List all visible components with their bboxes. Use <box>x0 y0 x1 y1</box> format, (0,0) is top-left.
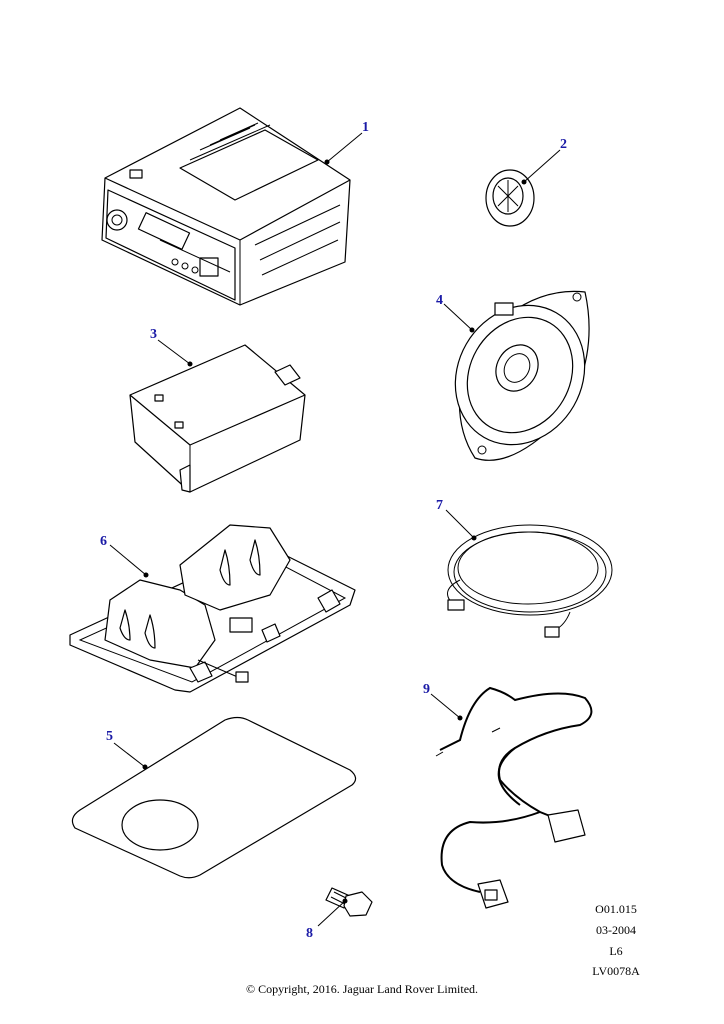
part-2-knob <box>485 169 535 227</box>
part-6-bracket <box>69 524 356 693</box>
callout-2: 2 <box>560 137 567 152</box>
callout-4: 4 <box>436 293 443 308</box>
callout-3: 3 <box>150 327 157 342</box>
callout-6: 6 <box>100 534 107 549</box>
drawing-date: 03-2004 <box>596 923 636 937</box>
drawing-code: O01.015 <box>595 902 637 916</box>
callout-7: 7 <box>436 498 443 513</box>
drawing-model: L6 <box>609 944 623 958</box>
part-1-head-unit <box>101 107 351 306</box>
copyright-notice: © Copyright, 2016. Jaguar Land Rover Lim… <box>245 982 479 996</box>
part-7-cable <box>447 524 613 638</box>
leader-lines <box>109 132 561 927</box>
part-9-harness <box>435 686 593 909</box>
callout-9: 9 <box>423 682 430 697</box>
part-4-speaker <box>454 290 590 461</box>
callout-1: 1 <box>362 120 369 135</box>
callout-5: 5 <box>106 729 113 744</box>
part-5-pad <box>71 716 357 879</box>
drawing-id: LV0078A <box>592 964 640 978</box>
part-3-module <box>129 344 306 493</box>
callout-8: 8 <box>306 926 313 941</box>
